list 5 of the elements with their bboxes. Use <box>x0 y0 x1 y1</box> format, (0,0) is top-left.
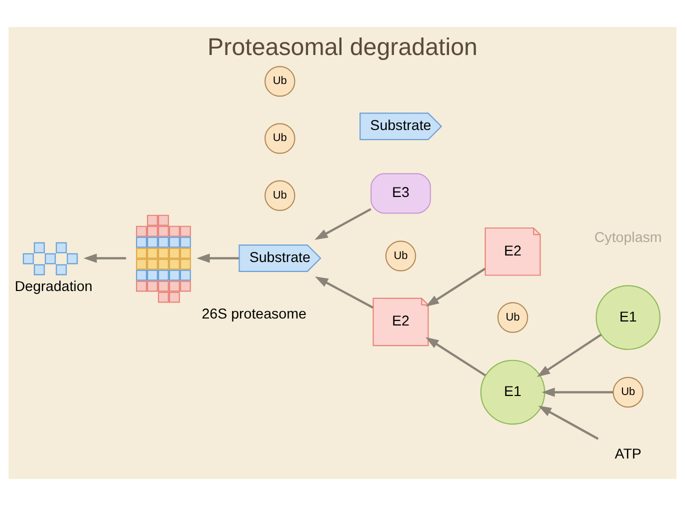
diagram-title: Proteasomal degradation <box>208 34 478 62</box>
node-label: Degradation <box>14 279 92 296</box>
node-text: ATP <box>614 446 642 463</box>
node-label: 26S proteasome <box>202 306 306 323</box>
label: Cytoplasm <box>594 230 662 246</box>
